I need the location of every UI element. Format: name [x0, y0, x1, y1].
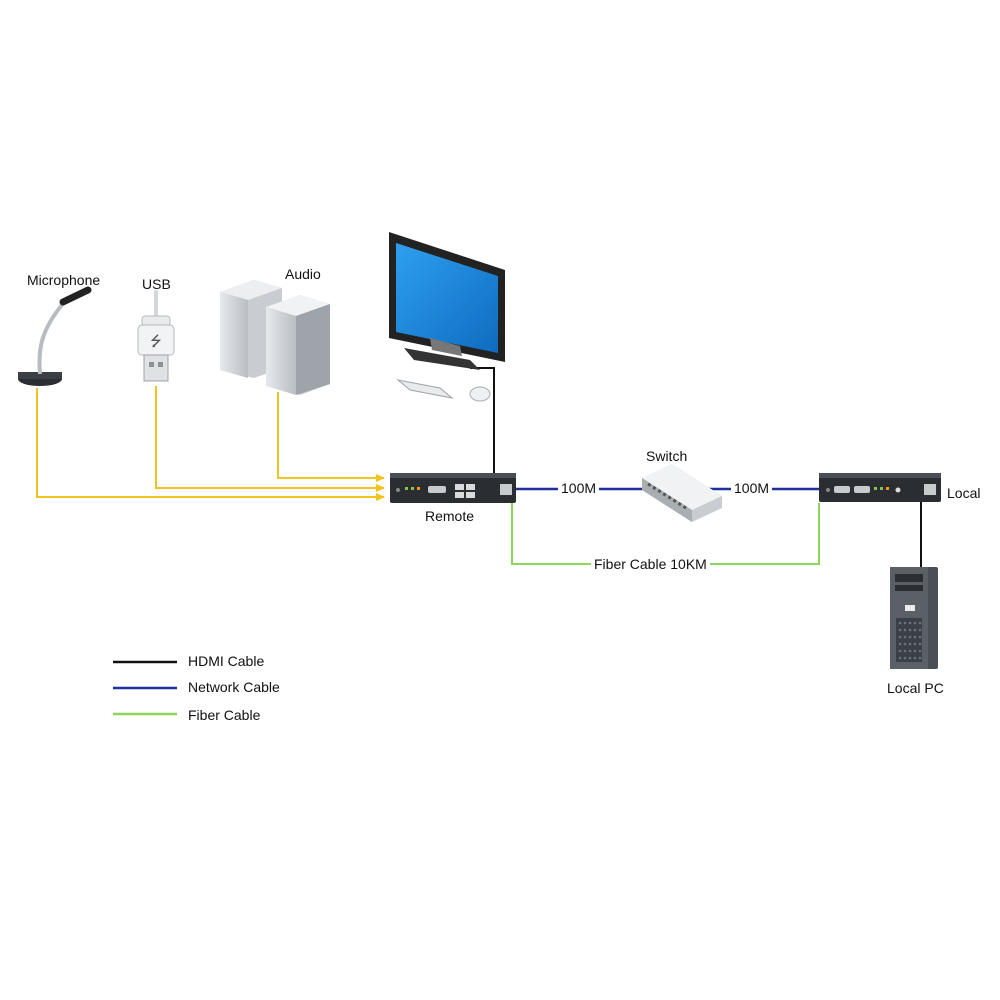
network-speed-label-left: 100M [558, 480, 600, 496]
network-speed-label-right: 100M [731, 480, 773, 496]
microphone-label: Microphone [27, 272, 101, 288]
audio-cable [277, 392, 385, 482]
usb-label: USB [142, 276, 171, 292]
fiber-distance-label: Fiber Cable 10KM [591, 556, 710, 572]
audio-speakers-icon [220, 280, 330, 395]
monitor-hdmi-cable [470, 367, 495, 473]
legend-label-network: Network Cable [188, 679, 280, 695]
fiber-cable [511, 503, 820, 565]
legend-label-fiber: Fiber Cable [188, 707, 261, 723]
legend-swatches [113, 660, 177, 716]
local-label: Local [947, 485, 981, 501]
microphone-cable [36, 388, 385, 501]
microphone-icon [18, 286, 92, 386]
local-pc-label: Local PC [887, 680, 944, 696]
remote-label: Remote [425, 508, 475, 524]
audio-label: Audio [285, 266, 321, 282]
monitor-icon [389, 232, 505, 402]
legend-label-hdmi: HDMI Cable [188, 653, 265, 669]
usb-cable [155, 386, 385, 492]
usb-plug-icon: ⭍ [137, 290, 175, 382]
remote-unit-icon [390, 473, 516, 503]
switch-label: Switch [646, 448, 688, 464]
local-pc-tower-icon [890, 567, 938, 669]
yellow-cables [36, 386, 385, 501]
switch-icon [642, 464, 722, 522]
svg-text:⭍: ⭍ [150, 334, 162, 350]
local-unit-icon [819, 473, 941, 502]
